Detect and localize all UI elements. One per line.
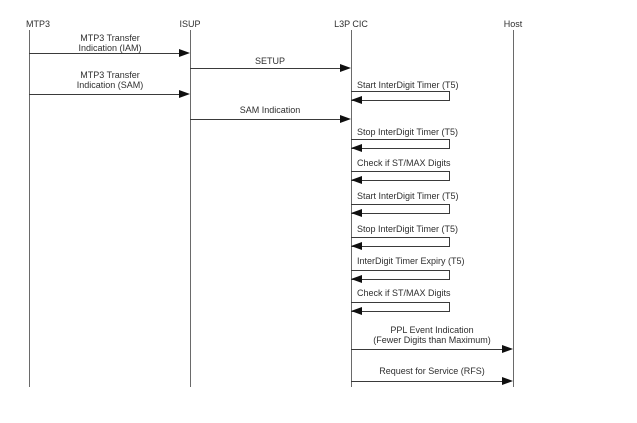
message-label: MTP3 Transfer Indication (IAM): [78, 33, 142, 53]
self-message-label: Start InterDigit Timer (T5): [357, 80, 459, 90]
self-message-label: Check if ST/MAX Digits: [357, 288, 451, 298]
lifeline-label-isup: ISUP: [179, 19, 201, 29]
arrowhead-right-icon: [179, 49, 190, 57]
lifeline-host: [513, 30, 514, 387]
arrowhead-left-icon: [351, 307, 362, 315]
self-message-loop: [351, 204, 450, 214]
message-line: [351, 381, 502, 382]
message-line: [29, 94, 179, 95]
self-message-label: InterDigit Timer Expiry (T5): [357, 256, 465, 266]
arrowhead-right-icon: [179, 90, 190, 98]
message-line: [351, 349, 502, 350]
self-message-loop: [351, 171, 450, 181]
arrowhead-left-icon: [351, 144, 362, 152]
lifeline-label-host: Host: [503, 19, 523, 29]
message-line: [190, 119, 340, 120]
self-message-loop: [351, 270, 450, 280]
arrowhead-left-icon: [351, 275, 362, 283]
arrowhead-right-icon: [502, 377, 513, 385]
message-line: [190, 68, 340, 69]
self-message-label: Stop InterDigit Timer (T5): [357, 224, 459, 234]
arrowhead-right-icon: [340, 115, 351, 123]
lifeline-mtp3: [29, 30, 30, 387]
message-label: SAM Indication: [239, 105, 301, 115]
self-message-loop: [351, 237, 450, 247]
lifeline-isup: [190, 30, 191, 387]
self-message-loop: [351, 302, 450, 312]
message-label: SETUP: [254, 56, 285, 66]
self-message-loop: [351, 139, 450, 149]
message-line: [29, 53, 179, 54]
lifeline-label-mtp3: MTP3: [25, 19, 50, 29]
message-label: MTP3 Transfer Indication (SAM): [76, 70, 144, 90]
arrowhead-right-icon: [502, 345, 513, 353]
lifeline-l3p-cic: [351, 30, 352, 387]
message-label: Request for Service (RFS): [379, 366, 485, 376]
self-message-label: Check if ST/MAX Digits: [357, 158, 451, 168]
arrowhead-right-icon: [340, 64, 351, 72]
message-label: PPL Event Indication (Fewer Digits than …: [373, 325, 491, 345]
self-message-label: Stop InterDigit Timer (T5): [357, 127, 459, 137]
arrowhead-left-icon: [351, 242, 362, 250]
self-message-loop: [351, 91, 450, 101]
lifeline-label-l3p-cic: L3P CIC: [334, 19, 368, 29]
arrowhead-left-icon: [351, 209, 362, 217]
arrowhead-left-icon: [351, 96, 362, 104]
self-message-label: Start InterDigit Timer (T5): [357, 191, 459, 201]
arrowhead-left-icon: [351, 176, 362, 184]
